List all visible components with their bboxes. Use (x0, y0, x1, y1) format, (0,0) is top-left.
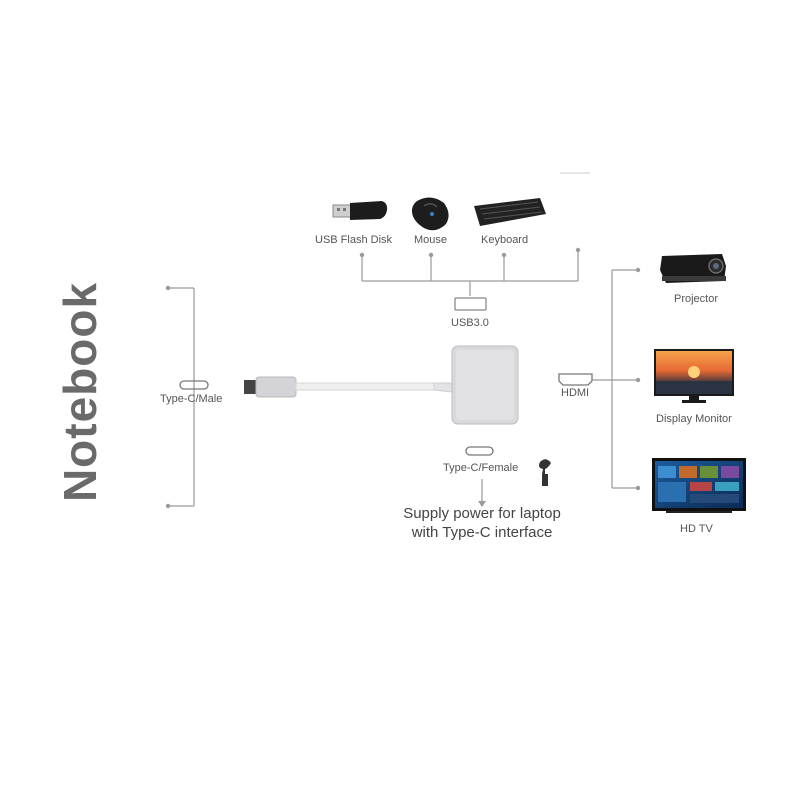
usb-peripheral-tree (359, 247, 581, 296)
hdmi-port-icon (558, 373, 593, 386)
projector-icon (660, 254, 726, 283)
projector-label: Projector (674, 293, 719, 305)
display-monitor-label: Display Monitor (656, 413, 732, 425)
mouse-label: Mouse (414, 234, 448, 246)
mouse-icon (411, 197, 449, 231)
type-c-male-icon (179, 380, 209, 390)
notebook-bracket (165, 285, 195, 509)
power-note-line-2: with Type-C interface (411, 524, 553, 541)
usb-port-icon (454, 297, 487, 311)
type-c-female-icon (465, 446, 494, 456)
type-c-female-label: Type-C/Female (443, 462, 519, 474)
power-arrow-head (478, 501, 486, 507)
monitor-icon (654, 349, 734, 403)
tv-icon (652, 458, 746, 513)
adapter-body (451, 345, 519, 425)
usb-flash-disk-icon (332, 201, 388, 220)
display-tree (611, 267, 641, 491)
power-note-line-1: Supply power for laptop (403, 505, 561, 522)
hd-tv-label: HD TV (680, 523, 713, 535)
charging-plug-icon (539, 459, 551, 486)
usb3-label: USB3.0 (451, 317, 489, 329)
keyboard-label: Keyboard (481, 234, 529, 246)
usb-flash-disk-label: USB Flash Disk (315, 234, 393, 246)
type-c-male-label: Type-C/Male (160, 393, 223, 405)
power-note: Supply power for laptop with Type-C inte… (384, 504, 580, 542)
hdmi-label: HDMI (561, 387, 590, 399)
keyboard-icon (474, 198, 546, 226)
type-c-cable (244, 376, 453, 398)
